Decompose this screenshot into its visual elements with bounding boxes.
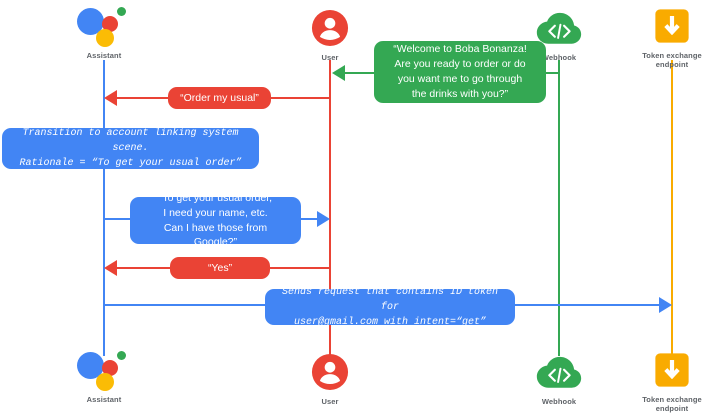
google-assistant-icon xyxy=(49,348,159,392)
lifeline-endpoint xyxy=(671,60,673,356)
user-avatar-icon xyxy=(275,350,385,394)
actor-label-endpoint: Token exchange endpoint xyxy=(642,395,702,414)
actor-user-top[interactable]: User xyxy=(275,6,385,62)
actor-assistant-top[interactable]: Assistant xyxy=(49,4,159,60)
download-box-icon xyxy=(617,4,725,48)
download-box-icon xyxy=(617,348,725,392)
arrow-head-need-your-name xyxy=(317,211,330,227)
message-bubble-order-my-usual[interactable]: “Order my usual” xyxy=(168,87,271,109)
note-box-sends-request[interactable]: Sends request that contains ID token for… xyxy=(265,287,515,328)
actor-label-user: User xyxy=(321,53,339,62)
cloud-code-icon xyxy=(504,350,614,394)
actor-endpoint-bottom[interactable]: Token exchange endpoint xyxy=(617,348,725,414)
message-bubble-need-your-name[interactable]: “To get your usual order, I need your na… xyxy=(130,192,301,248)
lifeline-webhook xyxy=(558,60,560,356)
actor-user-bottom[interactable]: User xyxy=(275,350,385,406)
cloud-code-icon xyxy=(504,6,614,50)
arrow-head-yes xyxy=(104,260,117,276)
actor-label-webhook: Webhook xyxy=(541,53,577,62)
user-avatar-icon xyxy=(275,6,385,50)
lifeline-assistant xyxy=(103,60,105,356)
lifeline-user xyxy=(329,60,331,356)
google-assistant-icon xyxy=(49,4,159,48)
note-box-transition[interactable]: Transition to account linking system sce… xyxy=(2,128,259,169)
actor-endpoint-top[interactable]: Token exchange endpoint xyxy=(617,4,725,70)
message-bubble-welcome[interactable]: “Welcome to Boba Bonanza! Are you ready … xyxy=(374,41,546,103)
actor-webhook-bottom[interactable]: Webhook xyxy=(504,350,614,406)
actor-label-user: User xyxy=(321,397,339,406)
actor-label-assistant: Assistant xyxy=(86,395,122,404)
arrow-head-order-my-usual xyxy=(104,90,117,106)
actor-assistant-bottom[interactable]: Assistant xyxy=(49,348,159,404)
actor-webhook-top[interactable]: Webhook xyxy=(504,6,614,62)
arrow-head-welcome xyxy=(332,65,345,81)
arrow-head-sends-request xyxy=(659,297,672,313)
actor-label-webhook: Webhook xyxy=(541,397,577,406)
actor-label-endpoint: Token exchange endpoint xyxy=(642,51,702,70)
message-bubble-yes[interactable]: “Yes” xyxy=(170,257,270,279)
actor-label-assistant: Assistant xyxy=(86,51,122,60)
